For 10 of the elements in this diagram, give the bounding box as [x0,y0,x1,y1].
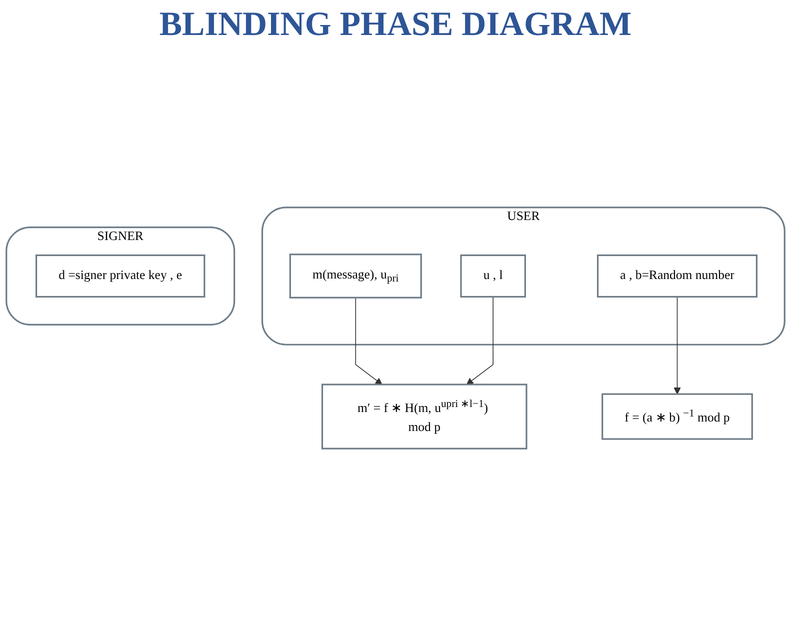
arrow [466,296,494,385]
node-box: d =signer private key , e [36,254,206,298]
node-box: m′ = f ∗ H(m, u$^{upri ∗l−1}$) mod p [321,384,528,450]
arrow [355,297,382,385]
node-box: m(message), u$_{pri}$ [289,254,422,298]
node-box: u , l [460,254,526,298]
node-box: f = (a ∗ b) $^{−1}$ mod p [602,393,753,440]
arrow [674,296,681,394]
diagram-title: BLINDING PHASE DIAGRAM [158,6,633,44]
node-box: a , b=Random number [596,254,758,298]
